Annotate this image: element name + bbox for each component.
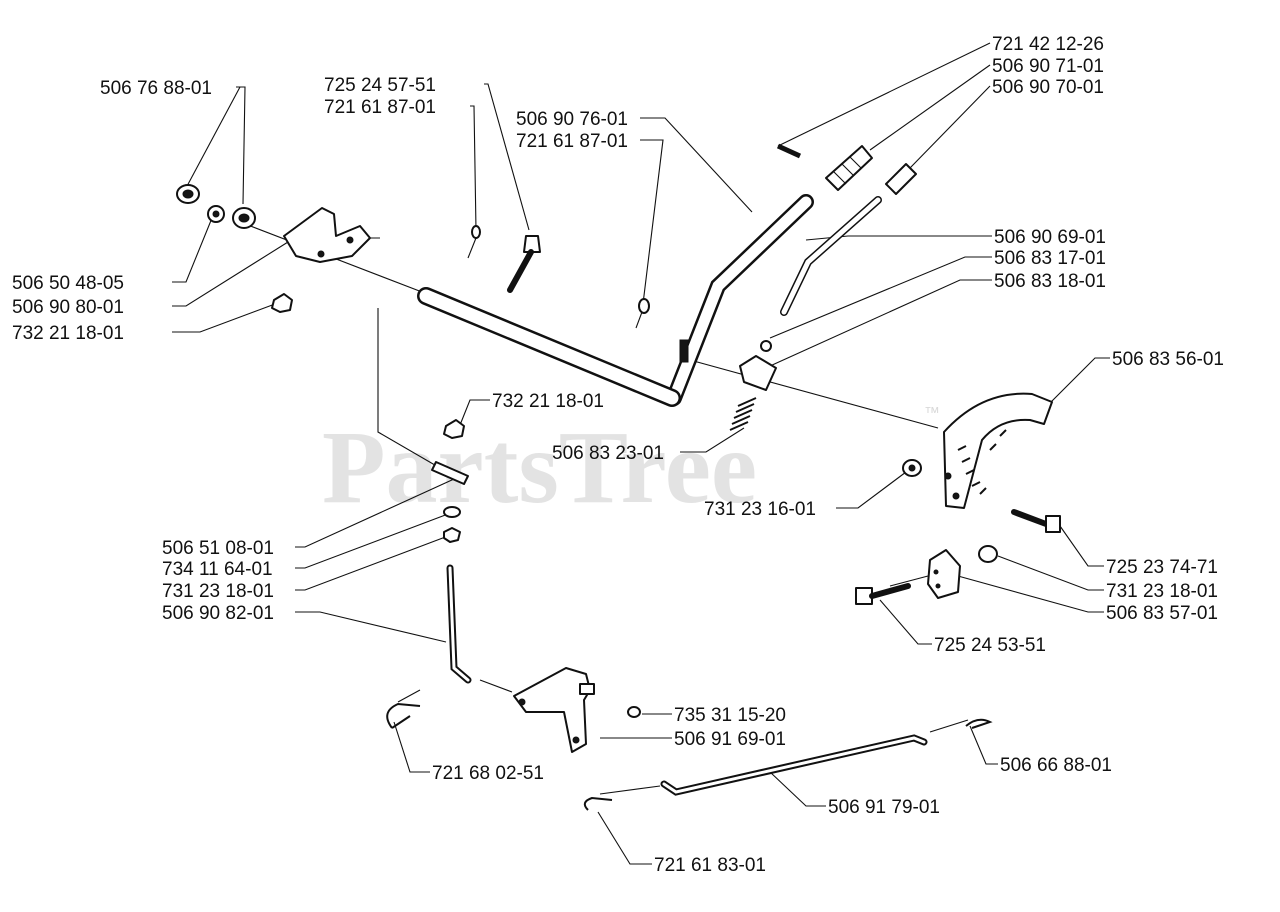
callout-label: 721 61 87-01 bbox=[516, 131, 628, 152]
washer-part bbox=[443, 506, 461, 518]
nut-part bbox=[443, 527, 461, 543]
callout-label: 506 90 69-01 bbox=[994, 227, 1106, 248]
e-clip-part bbox=[627, 706, 641, 718]
bolt-part bbox=[855, 583, 911, 605]
shaft-part bbox=[417, 287, 681, 407]
callout-label: 506 91 79-01 bbox=[828, 797, 940, 818]
callout-label: 506 76 88-01 bbox=[100, 78, 212, 99]
callout-label: 721 61 87-01 bbox=[324, 97, 436, 118]
spring-part bbox=[729, 397, 757, 431]
sector-gear-part bbox=[943, 392, 1053, 509]
bolt-part bbox=[507, 235, 541, 293]
nut-part bbox=[443, 419, 465, 439]
callout-label: 506 91 69-01 bbox=[674, 729, 786, 750]
callout-label: 734 11 64-01 bbox=[162, 559, 273, 580]
clamp-block-part bbox=[927, 549, 961, 599]
callout-label: 506 90 82-01 bbox=[162, 603, 274, 624]
knob-part bbox=[885, 163, 917, 195]
callout-label: 725 24 53-51 bbox=[934, 635, 1046, 656]
callout-label: 506 83 57-01 bbox=[1106, 603, 1218, 624]
pin-part bbox=[776, 143, 802, 159]
callout-label: 506 66 88-01 bbox=[1000, 755, 1112, 776]
callout-label: 731 23 16-01 bbox=[704, 499, 816, 520]
callout-label: 506 51 08-01 bbox=[162, 538, 274, 559]
callout-label: 735 31 15-20 bbox=[674, 705, 786, 726]
callout-label: 732 21 18-01 bbox=[492, 391, 604, 412]
callout-label: 721 68 02-51 bbox=[432, 763, 544, 784]
callout-label: 506 50 48-05 bbox=[12, 273, 124, 294]
callout-label: 721 42 12-26 bbox=[992, 34, 1104, 55]
callout-label: 506 83 18-01 bbox=[994, 271, 1106, 292]
watermark: PartsTree bbox=[322, 410, 757, 525]
callout-labels: 721 42 12-26 506 90 71-01 506 90 70-01 5… bbox=[12, 34, 1224, 876]
hairpin-clip-part bbox=[583, 718, 993, 811]
callout-label: 506 90 80-01 bbox=[12, 297, 124, 318]
bushing-part bbox=[176, 184, 256, 229]
callout-label: 732 21 18-01 bbox=[12, 323, 124, 344]
callout-label: 731 23 18-01 bbox=[1106, 581, 1218, 602]
nut-part bbox=[978, 545, 998, 563]
callout-label: 506 83 56-01 bbox=[1112, 349, 1224, 370]
callout-label: 506 83 17-01 bbox=[994, 248, 1106, 269]
callout-label: 731 23 18-01 bbox=[162, 581, 274, 602]
block-part bbox=[739, 355, 777, 391]
handle-grip-part bbox=[825, 145, 873, 191]
callout-label: 506 90 71-01 bbox=[992, 56, 1104, 77]
nut-part bbox=[902, 459, 922, 477]
ball-part bbox=[760, 340, 772, 352]
callout-label: 725 23 74-71 bbox=[1106, 557, 1218, 578]
lever-plate-part bbox=[513, 667, 595, 753]
nut-part bbox=[271, 293, 293, 313]
cotter-pin-part bbox=[467, 225, 650, 329]
cam-rod-part bbox=[780, 196, 882, 316]
callout-label: 506 90 76-01 bbox=[516, 109, 628, 130]
threaded-rod-part bbox=[446, 564, 472, 684]
bracket-part bbox=[283, 207, 371, 263]
callout-label: 725 24 57-51 bbox=[324, 75, 436, 96]
hairpin-clip-part bbox=[386, 702, 421, 729]
callout-label: 506 83 23-01 bbox=[552, 443, 664, 464]
bolt-part bbox=[1011, 509, 1061, 533]
leader-lines bbox=[172, 42, 1110, 865]
callout-label: 721 61 83-01 bbox=[654, 855, 766, 876]
handle-lever-part bbox=[666, 194, 814, 406]
watermark-trademark: ™ bbox=[924, 405, 940, 422]
callout-label: 506 90 70-01 bbox=[992, 77, 1104, 98]
link-rod-part bbox=[660, 734, 928, 796]
pin-part bbox=[431, 461, 469, 485]
